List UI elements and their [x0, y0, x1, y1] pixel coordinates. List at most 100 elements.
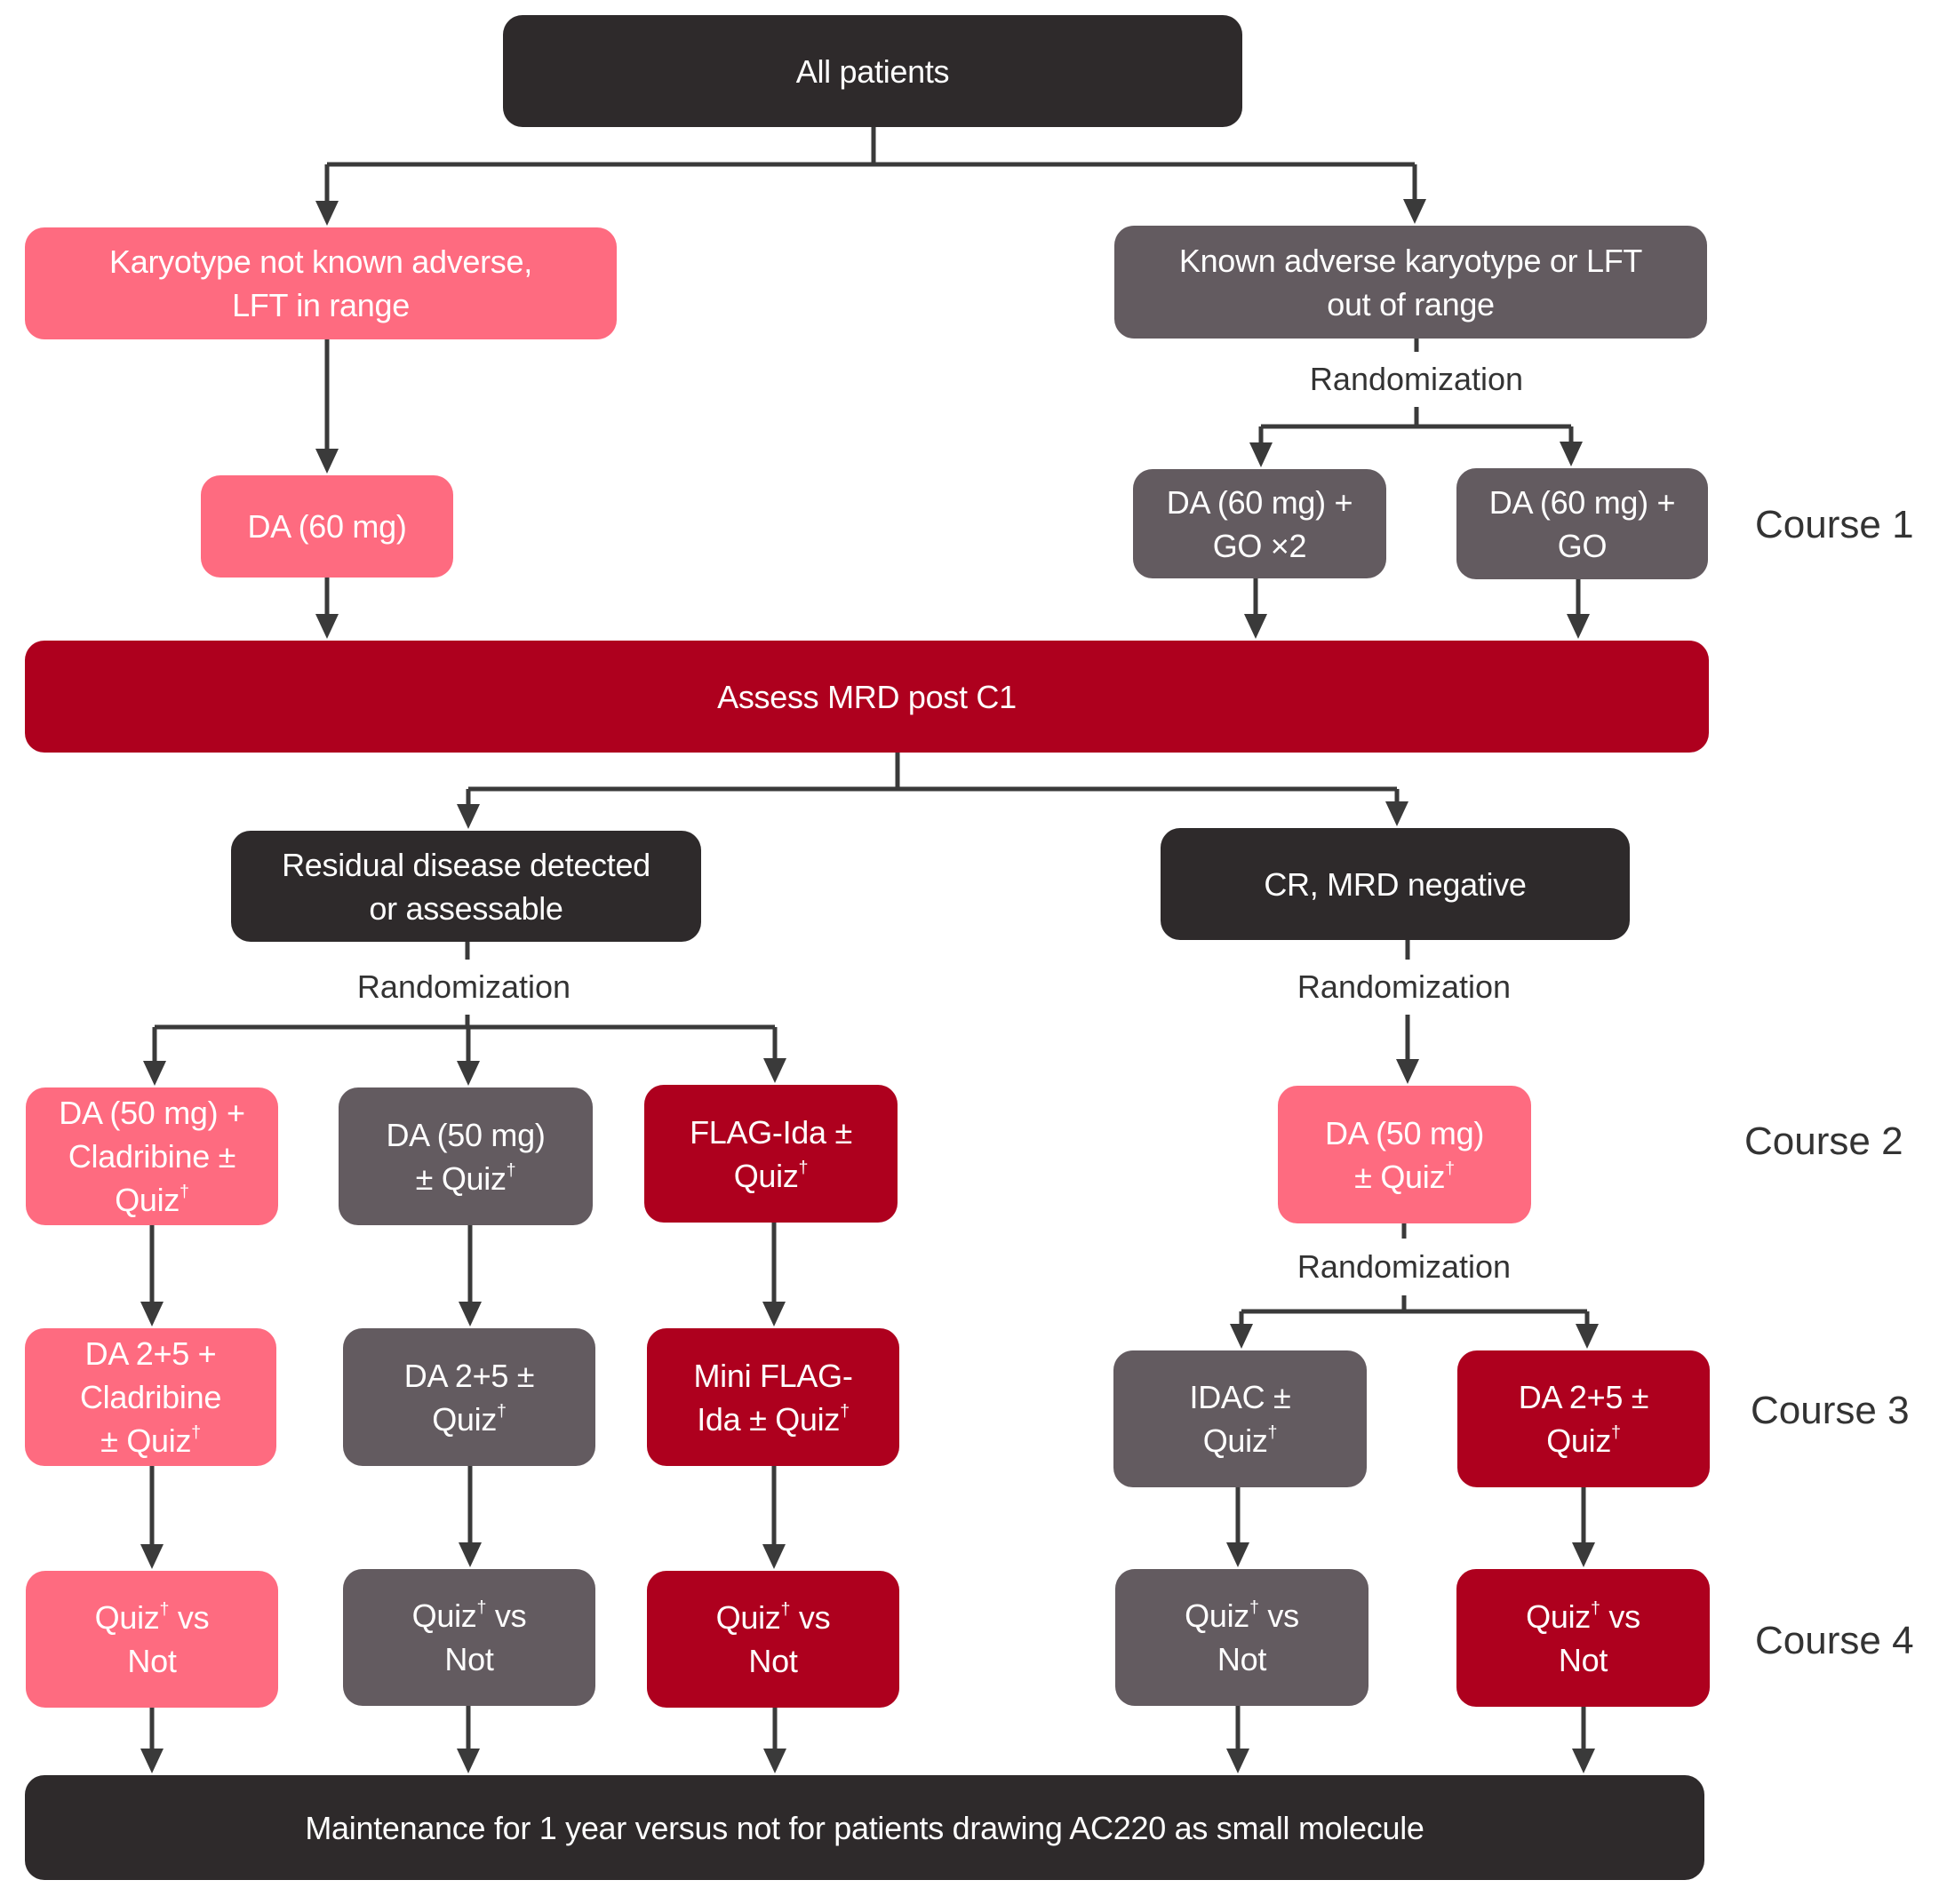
- course-label-2: Course 2: [1744, 1119, 1903, 1163]
- node-da-60mg-go-x2: DA (60 mg) + GO ×2: [1133, 469, 1386, 578]
- arrowhead-icon: [143, 1061, 166, 1086]
- node-label-line: DA (50 mg): [1324, 1114, 1485, 1151]
- node-label-line: Quiz†: [432, 1400, 507, 1438]
- node-c3-da25-cladribine: DA 2+5 + Cladribine ± Quiz†: [25, 1328, 276, 1466]
- dagger-footnote-mark: †: [180, 1182, 189, 1202]
- node-label-line: ± Quiz†: [100, 1422, 201, 1459]
- node-label: DA (50 mg) ± Quiz†: [1325, 1111, 1484, 1199]
- node-label-line: Quiz† vs: [411, 1597, 527, 1634]
- randomization-label-course1: Randomization: [1309, 361, 1524, 397]
- arrowhead-icon: [1560, 442, 1583, 466]
- arrowhead-icon: [315, 449, 339, 474]
- node-label: DA 2+5 + Cladribine ± Quiz†: [80, 1332, 221, 1462]
- node-label-line: Not: [1217, 1641, 1267, 1677]
- node-label-line: Not: [127, 1643, 177, 1679]
- node-label: Quiz† vs Not: [1526, 1595, 1640, 1682]
- arrowhead-icon: [315, 201, 339, 226]
- node-label-line: ± Quiz†: [1354, 1158, 1455, 1195]
- node-c4-quiz-vs-not-5: Quiz† vs Not: [1456, 1569, 1710, 1707]
- arrowhead-icon: [459, 1542, 482, 1567]
- dagger-footnote-mark: †: [497, 1400, 507, 1421]
- randomization-label-course2-left: Randomization: [356, 968, 571, 1005]
- node-label-line: DA 2+5 ±: [403, 1357, 535, 1394]
- course-label-3: Course 3: [1751, 1389, 1910, 1432]
- node-label: DA 2+5 ± Quiz†: [403, 1354, 535, 1441]
- arrowhead-icon: [1230, 1324, 1253, 1349]
- node-c3-da25-quiz: DA 2+5 ± Quiz†: [343, 1328, 595, 1466]
- node-label-line: Mini FLAG-: [693, 1357, 853, 1394]
- node-label-line: LFT in range: [232, 287, 410, 323]
- arrowhead-icon: [1244, 614, 1267, 639]
- node-assess-mrd: Assess MRD post C1: [25, 641, 1709, 753]
- arrowhead-icon: [762, 1302, 786, 1326]
- node-label-line: Not: [748, 1643, 798, 1679]
- node-label-line: Not: [1558, 1641, 1608, 1678]
- node-label: Karyotype not known adverse, LFT in range: [109, 240, 532, 327]
- dagger-footnote-mark: †: [1611, 1422, 1621, 1443]
- node-label: DA (60 mg): [247, 505, 406, 548]
- node-label: All patients: [796, 50, 950, 93]
- node-c2-da50-quiz-mrd-negative: DA (50 mg) ± Quiz†: [1278, 1086, 1531, 1223]
- arrowhead-icon: [1385, 801, 1408, 826]
- node-c2-da50-cladribine: DA (50 mg) +Cladribine ±Quiz†: [26, 1087, 278, 1225]
- node-label-line: Ida ± Quiz†: [697, 1400, 850, 1438]
- arrowhead-icon: [762, 1544, 786, 1569]
- dagger-footnote-mark: †: [191, 1422, 201, 1443]
- node-label: Assess MRD post C1: [717, 675, 1017, 719]
- node-label-line: DA (60 mg) +: [1166, 483, 1353, 521]
- node-label-line: Quiz† vs: [94, 1599, 210, 1636]
- arrowhead-icon: [1226, 1542, 1249, 1567]
- node-label-line: All patients: [795, 52, 950, 90]
- node-label: CR, MRD negative: [1264, 863, 1527, 906]
- node-label-line: GO ×2: [1212, 527, 1307, 564]
- node-label: DA 2+5 ± Quiz†: [1518, 1375, 1649, 1462]
- node-label-line: DA (50 mg) +: [59, 1095, 245, 1131]
- node-label-line: Quiz†: [733, 1157, 809, 1194]
- node-label: DA (60 mg) +GO: [1489, 481, 1676, 568]
- node-label-line: or assessable: [369, 889, 563, 927]
- node-label-line: GO: [1557, 527, 1608, 564]
- arrowhead-icon: [457, 1749, 480, 1773]
- node-c3-da25-quiz-right: DA 2+5 ± Quiz†: [1457, 1350, 1710, 1487]
- node-label-line: Quiz†: [1546, 1422, 1621, 1459]
- arrowhead-icon: [1226, 1749, 1249, 1773]
- node-cr-mrd-negative: CR, MRD negative: [1161, 828, 1630, 940]
- node-label: DA (50 mg)± Quiz†: [386, 1113, 545, 1200]
- node-label-line: FLAG-Ida ±: [690, 1113, 852, 1151]
- node-label-line: Quiz† vs: [1526, 1597, 1640, 1635]
- arrowhead-icon: [140, 1749, 164, 1773]
- node-label: DA (50 mg) +Cladribine ±Quiz†: [59, 1091, 245, 1222]
- node-label: DA (60 mg) + GO ×2: [1167, 481, 1353, 568]
- arrowhead-icon: [140, 1544, 164, 1569]
- arrowhead-icon: [457, 804, 480, 829]
- arrowhead-icon: [140, 1302, 164, 1326]
- node-label-line: Cladribine: [79, 1379, 222, 1415]
- course-label-4: Course 4: [1755, 1619, 1914, 1662]
- node-label: FLAG-Ida ± Quiz†: [690, 1111, 852, 1198]
- arrowhead-icon: [763, 1749, 786, 1773]
- randomization-label-course3-right: Randomization: [1297, 1248, 1512, 1285]
- node-label-line: DA 2+5 +: [84, 1335, 217, 1372]
- node-label-line: Cladribine ±: [68, 1138, 236, 1175]
- arrowhead-icon: [457, 1061, 480, 1086]
- node-da-60mg: DA (60 mg): [201, 475, 453, 578]
- dagger-footnote-mark: †: [476, 1597, 487, 1618]
- arrowhead-icon: [1572, 1749, 1595, 1773]
- arrowhead-icon: [1576, 1324, 1599, 1349]
- node-label: Maintenance for 1 year versus not for pa…: [305, 1806, 1424, 1850]
- node-label-line: Karyotype not known adverse,: [109, 243, 532, 280]
- arrowhead-icon: [763, 1058, 786, 1083]
- dagger-footnote-mark: †: [506, 1159, 516, 1180]
- node-maintenance: Maintenance for 1 year versus not for pa…: [25, 1775, 1704, 1880]
- node-label: Mini FLAG- Ida ± Quiz†: [693, 1354, 852, 1441]
- node-label-line: DA 2+5 ±: [1518, 1379, 1649, 1415]
